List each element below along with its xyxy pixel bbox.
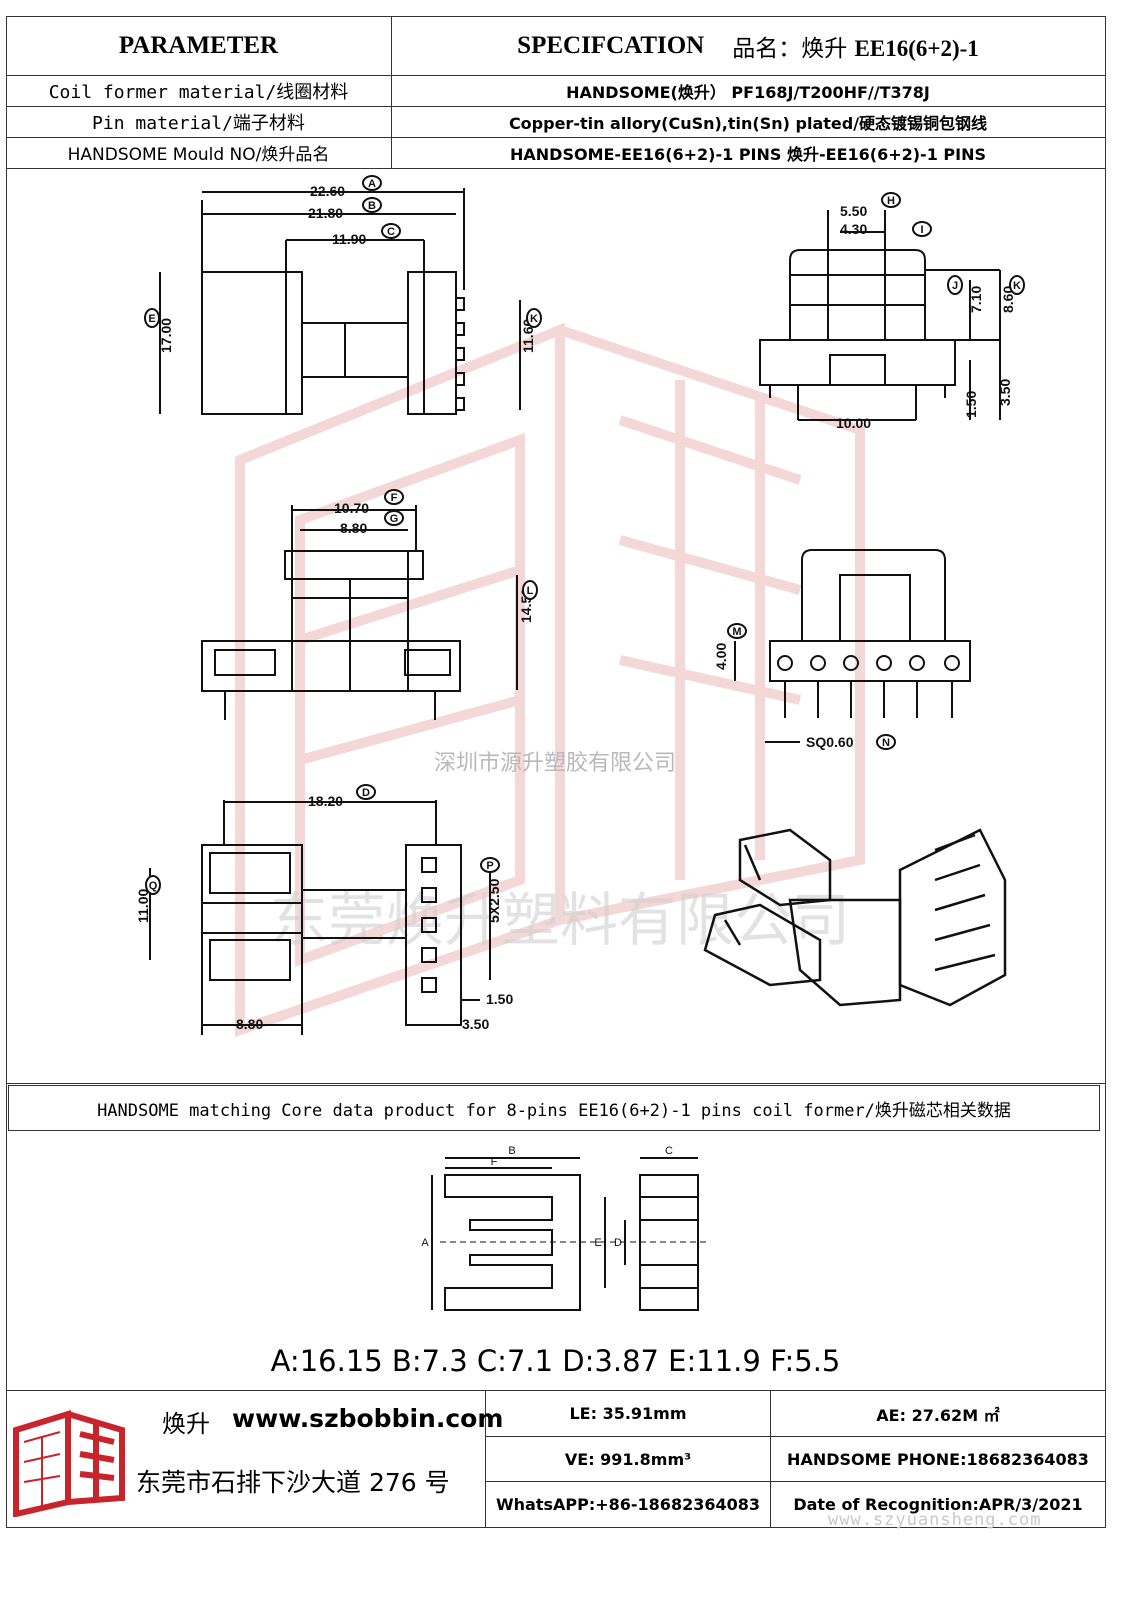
row-value-coil-material: HANDSOME(焕升） PF168J/T200HF//T378J [566,82,930,102]
drawing-top-view [201,505,518,720]
core-label-a: A [421,1237,429,1249]
watermark-url: www.szyuansheng.com [828,1510,1042,1530]
dim-l-top-value: 1.50 [963,391,979,418]
tag-j: J [952,280,958,292]
core-label-b: B [508,1145,515,1157]
core-side-shape [639,1174,699,1311]
tag-c: C [387,226,395,238]
product-name: 品名：焕升 EE16(6+2)-1 [732,29,979,63]
dim-150-value: 1.50 [486,991,513,1007]
tag-e: E [148,313,155,325]
company-logo [13,1409,125,1517]
core-e-shape [444,1174,581,1311]
core-label-f: F [491,1156,498,1168]
specification-header: SPECIFCATION 品名：焕升 EE16(6+2)-1 [391,16,1105,75]
dim-e-value: 17.00 [158,318,174,353]
tag-d: D [362,787,370,799]
row-value-mould-no: HANDSOME-EE16(6+2)-1 PINS 焕升-EE16(6+2)-1… [510,144,986,164]
drawing-pin-view [734,549,971,743]
row-label-mould-no: HANDSOME Mould NO/焕升品名 [67,145,330,165]
tag-n: N [882,737,890,749]
technical-drawings: 22.60 21.80 11.90 17.00 11.60 5.50 4.30 … [135,175,1025,1035]
row-value-pin-material: Copper-tin allory(CuSn),tin(Sn) plated/硬… [508,113,988,133]
footer-website: www.szbobbin.com [232,1404,504,1433]
dim-880-value: 8.80 [236,1016,263,1032]
tag-b: B [368,200,376,212]
drawing-side-view [159,188,521,415]
footer-ae: AE: 27.62M ㎡ [876,1405,1000,1425]
dim-m-value: 4.00 [713,643,729,670]
dim-h-value: 5.50 [840,203,867,219]
core-values: A:16.15 B:7.3 C:7.1 D:3.87 E:11.9 F:5.5 [270,1344,841,1378]
drawing-isometric-view [703,828,1007,1007]
tag-k-right: K [1013,280,1021,292]
dim-a-value: 22.60 [310,183,345,199]
tag-k-left: K [530,313,538,325]
footer-address: 东莞市石排下沙大道 276 号 [136,1468,450,1497]
footer-le: LE: 35.91mm [569,1404,687,1423]
tag-l: L [527,585,534,597]
product-name-prefix: 品名：焕升 [732,35,848,62]
dim-p-value: 5X2.50 [486,878,502,923]
tag-g: G [390,513,399,525]
product-model: EE16(6+2)-1 [854,35,979,61]
tag-f: F [391,492,398,504]
core-drawing: B F C A E D [421,1145,710,1311]
dim-g-value: 8.80 [340,520,367,536]
tag-q: Q [149,880,158,892]
core-caption: HANDSOME matching Core data product for … [97,1100,1011,1121]
row-label-pin-material: Pin material/端子材料 [92,112,305,134]
dim-350-bottom-value: 3.50 [462,1016,489,1032]
dim-b-value: 21.80 [308,205,343,221]
dim-j-value: 7.10 [968,286,984,313]
dim-d-value: 18.20 [308,793,343,809]
dim-10-value: 10.00 [836,415,871,431]
dim-i-value: 4.30 [840,221,867,237]
tag-m: M [732,626,741,638]
core-label-e: E [594,1237,601,1249]
watermark-text-2: 东莞焕升塑料有限公司 [270,888,850,953]
footer-brand: 焕升 [162,1410,210,1438]
core-label-c: C [665,1145,673,1157]
core-label-d: D [614,1237,622,1249]
footer-ve: VE: 991.8mm³ [564,1449,692,1469]
drawing-bottom-view [149,800,491,1035]
tag-h: H [887,195,895,207]
footer-phone: HANDSOME PHONE:18682364083 [787,1449,1089,1469]
row-label-coil-material: Coil former material/线圈材料 [48,81,349,103]
drawing-front-view [759,210,1001,421]
dim-f-value: 10.70 [334,500,369,516]
dim-c-value: 11.90 [332,231,366,247]
tag-a: A [368,178,376,190]
watermark-text-1: 深圳市源升塑胶有限公司 [434,750,676,775]
dim-350-top-value: 3.50 [997,379,1013,406]
parameter-header: PARAMETER [118,31,279,59]
tag-p: P [486,860,493,872]
dim-q-value: 11.00 [135,889,151,923]
specification-label: SPECIFCATION [517,31,705,59]
footer-whatsapp: WhatsAPP:+86-18682364083 [495,1495,760,1514]
dim-n-value: SQ0.60 [806,734,854,750]
footer-date: Date of Recognition:APR/3/2021 [793,1495,1083,1514]
tag-i: I [920,224,923,236]
